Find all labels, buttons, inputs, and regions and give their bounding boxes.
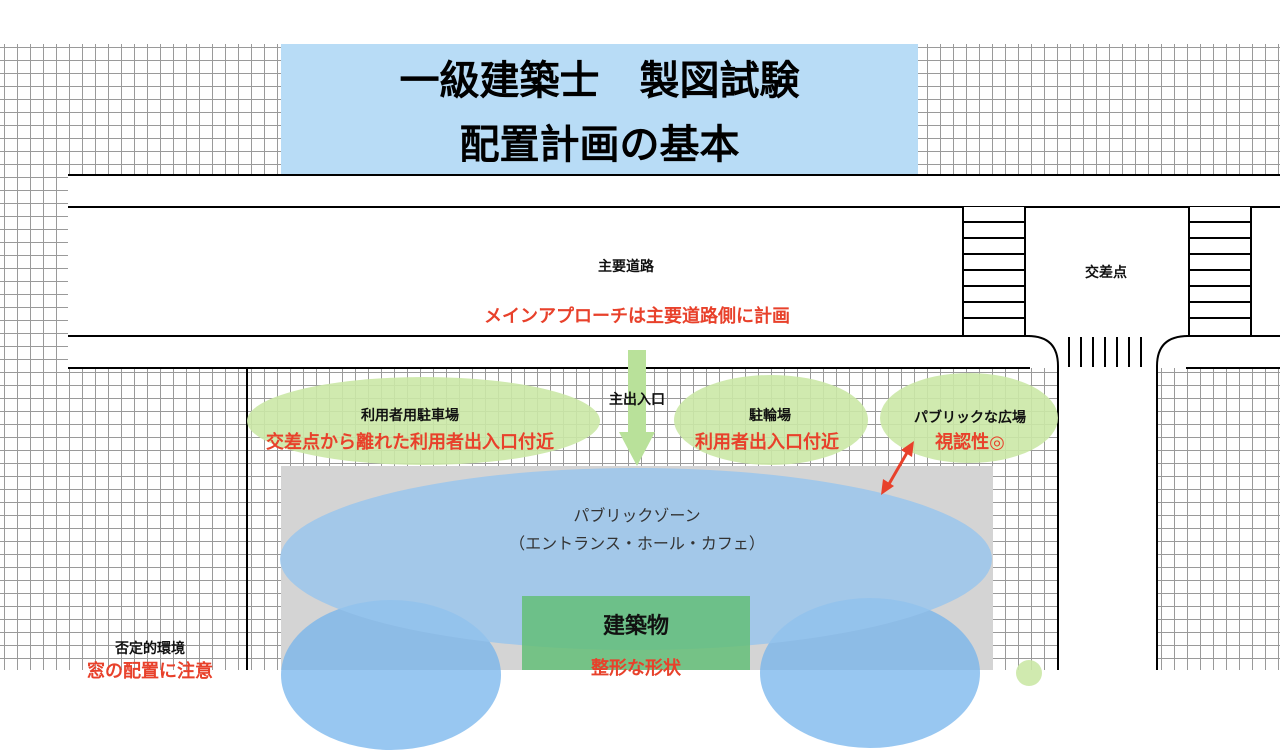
cross-road (1059, 368, 1156, 670)
road-edge-line (68, 335, 1030, 337)
user-parking-note: 交差点から離れた利用者出入口付近 (266, 432, 554, 453)
user-parking-zone (247, 377, 600, 465)
arrows-layer (619, 350, 914, 495)
road-corner-curves (1027, 335, 1189, 372)
title-line-2: 配置計画の基本 (459, 122, 740, 168)
public-plaza-note: 視認性◎ (935, 432, 1005, 453)
title-box (281, 44, 918, 174)
main-road-label: 主要道路 (598, 259, 654, 275)
crosswalk-right (1188, 207, 1252, 335)
road-edge-line (68, 206, 1280, 208)
bicycle-parking-label: 駐輪場 (749, 408, 791, 424)
road-edge-line (68, 367, 1030, 369)
plaza-visibility-arrow (881, 441, 914, 495)
road-edge-line (1186, 367, 1280, 369)
negative-env-label: 否定的環境 (115, 641, 185, 657)
crosswalk-left (962, 207, 1026, 335)
building-label: 建築物 (602, 614, 670, 639)
main-entrance-arrow (619, 350, 655, 466)
site-boundary-line (1057, 368, 1059, 670)
user-parking-label: 利用者用駐車場 (361, 408, 459, 424)
intersection-label: 交差点 (1085, 265, 1127, 281)
road-edge-line (1186, 335, 1280, 337)
public-plaza-label: パブリックな広場 (914, 410, 1026, 426)
main-entrance-label: 主出入口 (609, 392, 665, 408)
title-line-1: 一級建築士 製図試験 (399, 58, 800, 104)
public-zone-detail: （エントランス・ホール・カフェ） (509, 534, 765, 553)
building-block (522, 596, 750, 670)
road-shoulder (68, 176, 1280, 207)
main-approach-note: メインアプローチは主要道路側に計画 (484, 306, 790, 327)
bicycle-parking-zone (674, 375, 868, 465)
building-note: 整形な形状 (591, 658, 681, 679)
bicycle-parking-note: 利用者出入口付近 (695, 432, 839, 453)
road-edge-line (68, 174, 1280, 176)
public-zone-label: パブリックゾーン (573, 506, 701, 525)
site-boundary-line (1156, 368, 1158, 670)
negative-env-note: 窓の配置に注意 (87, 661, 213, 682)
site-boundary-line (246, 368, 248, 670)
crosswalk-bottom (1060, 337, 1156, 367)
